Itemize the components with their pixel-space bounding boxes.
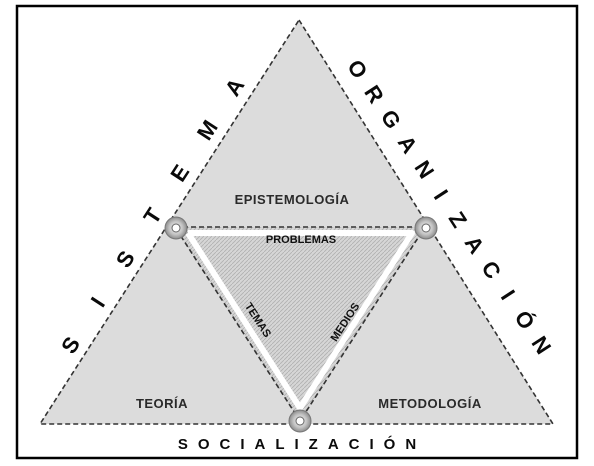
inner-triangle (173, 226, 427, 423)
node-right-marker (414, 216, 438, 240)
region-label-teoria: TEORÍA (136, 396, 188, 411)
side-label-socializacion: SOCIALIZACIÓN (178, 435, 426, 453)
inner-triangle-white-edge (185, 230, 415, 411)
outer-triangle (38, 18, 555, 425)
inner-label-problemas: PROBLEMAS (266, 234, 336, 246)
node-bottom-marker (288, 409, 312, 433)
node-left-marker (164, 216, 188, 240)
region-label-metodologia: METODOLOGÍA (378, 396, 482, 411)
region-label-epistemologia: EPISTEMOLOGÍA (235, 192, 350, 207)
